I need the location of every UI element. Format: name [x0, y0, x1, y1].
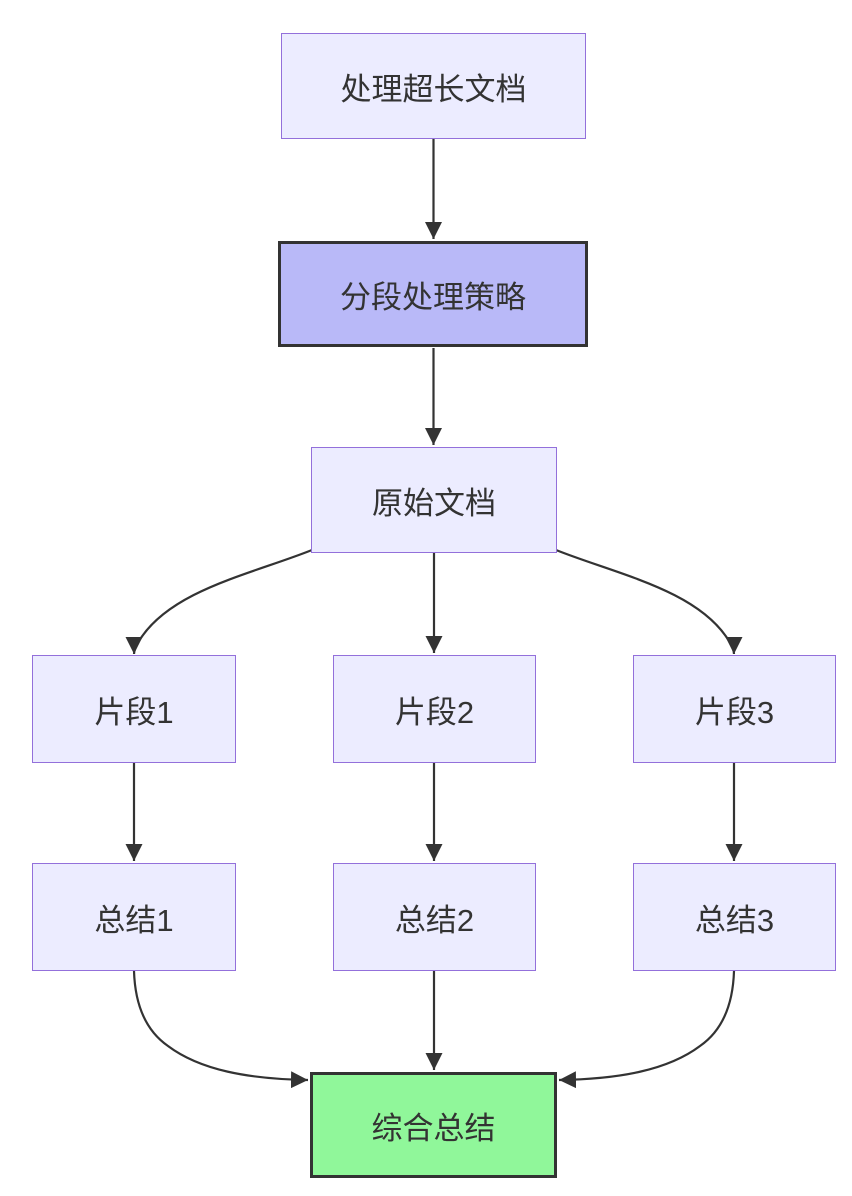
node-label: 总结1 — [94, 902, 174, 938]
node-label: 片段2 — [394, 694, 475, 730]
node-summary-1: 总结1 — [32, 863, 236, 971]
node-original-document: 原始文档 — [311, 447, 557, 553]
edge-s3-to-f — [558, 970, 736, 1089]
node-summary-3: 总结3 — [633, 863, 836, 971]
edge-c-to-d3 — [555, 548, 743, 655]
node-label: 处理超长文档 — [340, 71, 527, 107]
node-fragment-1: 片段1 — [32, 655, 236, 763]
node-fragment-2: 片段2 — [333, 655, 536, 763]
node-label: 总结2 — [394, 902, 475, 938]
edge-s1-to-f — [132, 970, 309, 1089]
node-label: 总结3 — [694, 902, 775, 938]
node-fragment-3: 片段3 — [633, 655, 836, 763]
edge-c-to-d1 — [125, 548, 313, 655]
node-label: 原始文档 — [372, 485, 496, 521]
node-summary-2: 总结2 — [333, 863, 536, 971]
node-process-long-document: 处理超长文档 — [281, 33, 586, 139]
node-label: 分段处理策略 — [340, 279, 526, 315]
node-label: 片段1 — [94, 694, 174, 730]
node-label: 片段3 — [694, 694, 775, 730]
node-label: 综合总结 — [371, 1110, 496, 1146]
node-combined-summary: 综合总结 — [310, 1072, 557, 1178]
node-segmentation-strategy: 分段处理策略 — [278, 241, 588, 347]
